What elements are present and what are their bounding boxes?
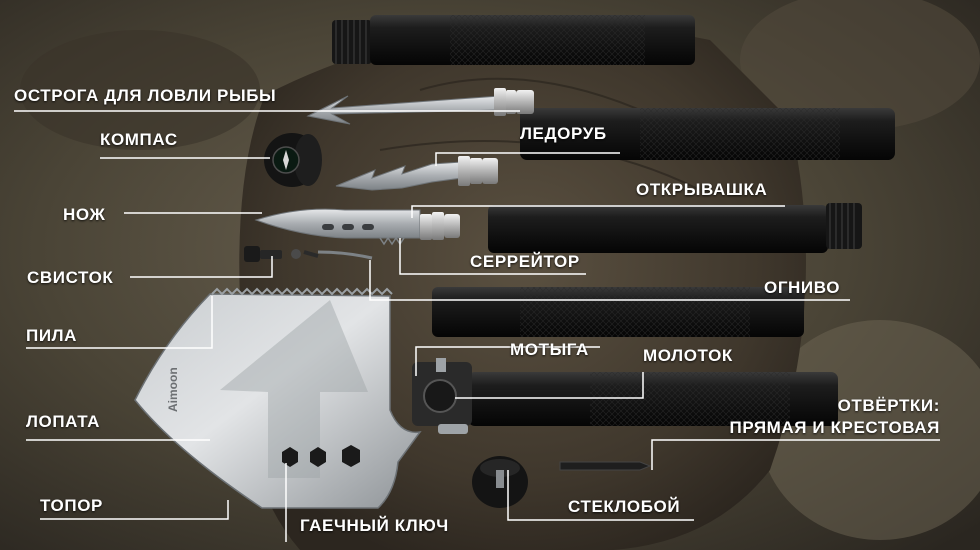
label-screwdrivers-title: ОТВЁРТКИ: [837,396,940,415]
label-shovel: ЛОПАТА [26,412,100,431]
handle-tube-2 [520,108,895,160]
handle-tube-3 [488,203,862,253]
callout-svistok [130,256,273,278]
label-axe: ТОПОР [40,496,103,515]
fire-starter [317,250,373,260]
handle-tube-5 [468,372,838,426]
handle-tube-1 [332,15,695,65]
spade-brand-logo: Aimoon [166,367,180,412]
callout-topor [40,500,229,520]
label-fish-spear: ОСТРОГА ДЛЯ ЛОВЛИ РЫБЫ [14,86,277,105]
label-ice-pick: ЛЕДОРУБ [520,124,607,143]
label-hammer: МОЛОТОК [643,346,733,365]
handle-tube-4 [432,287,804,337]
callout-ledorub [435,152,620,166]
callout-steklo [507,470,694,521]
label-fire-starter: ОГНИВО [764,278,841,297]
label-screwdrivers-types: ПРЯМАЯ И КРЕСТОВАЯ [729,418,940,437]
callout-pila [26,296,213,349]
label-glass-breaker: СТЕКЛОБОЙ [568,497,681,516]
compass [264,133,322,187]
label-serrator: СЕРРЕЙТОР [470,252,580,271]
label-wrench: ГАЕЧНЫЙ КЛЮЧ [300,516,449,535]
callout-molotok [455,372,644,399]
screwdriver-bit [559,461,652,471]
whistle [244,246,319,262]
label-whistle: СВИСТОК [27,268,114,287]
callout-lines [14,110,940,542]
hoe-hammer-head [412,358,472,434]
glass-breaker [472,456,528,508]
label-saw: ПИЛА [26,326,78,345]
knife [254,208,460,246]
callout-motyga [415,346,600,376]
callout-otkryvashka [411,205,785,218]
label-bottle-opener: ОТКРЫВАШКА [636,180,768,199]
label-hoe: МОТЫГА [510,340,589,359]
callout-otvertki [651,439,940,470]
label-knife: НОЖ [63,205,106,224]
callout-serreitor [399,238,586,275]
label-compass: КОМПАС [100,130,178,149]
callout-ognivo [369,260,850,301]
fish-spear [306,88,534,125]
ice-pick [335,156,498,191]
